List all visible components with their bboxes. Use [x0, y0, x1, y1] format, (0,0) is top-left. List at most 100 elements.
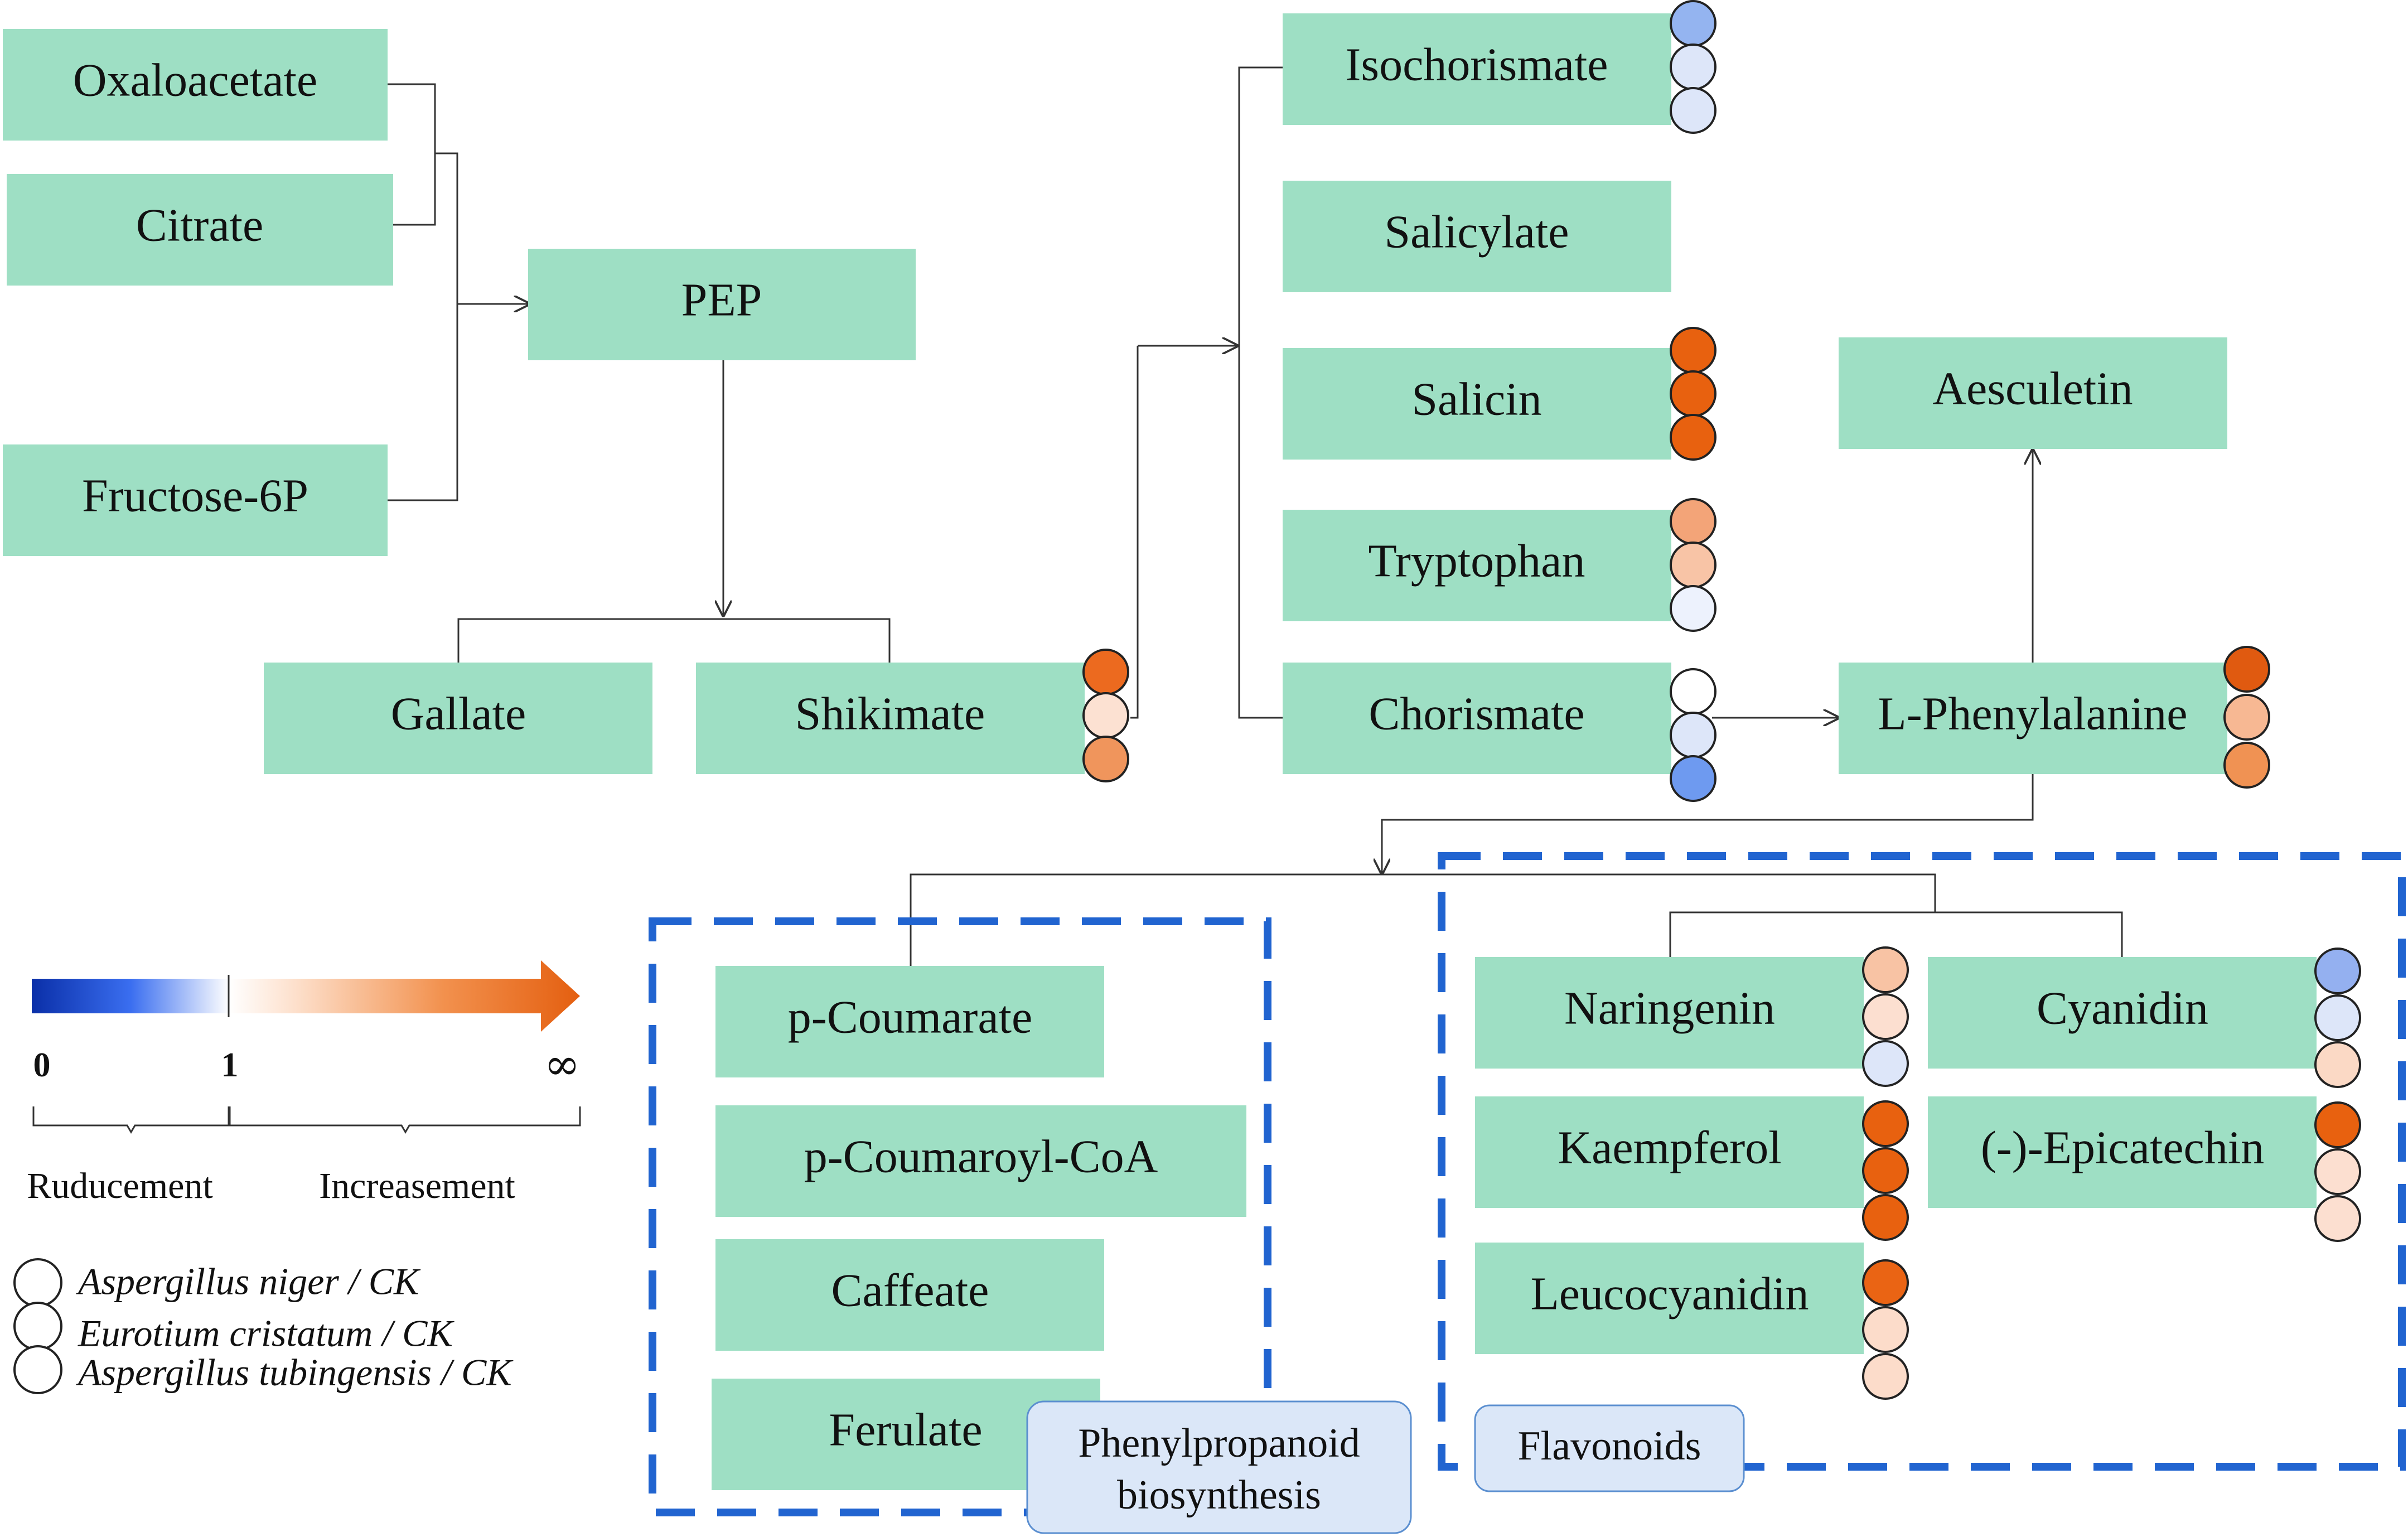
- connector-citrate-pep: [435, 152, 458, 304]
- node-fructose6p: Fructose-6P: [3, 444, 388, 556]
- indicator-cyanidin-1: [2314, 948, 2361, 994]
- indicator-l-phenylalanine-3: [2223, 742, 2270, 789]
- connector-fructose6p: [388, 304, 458, 501]
- indicator-kaempferol-2: [1862, 1147, 1909, 1194]
- indicator-cyanidin-3: [2314, 1041, 2361, 1088]
- node-oxaloacetate: Oxaloacetate: [3, 29, 388, 141]
- node-aesculetin: Aesculetin: [1839, 337, 2227, 449]
- connector-gallate-shikimate: [457, 618, 891, 663]
- node-label-chorismate: Chorismate: [1369, 688, 1584, 740]
- node-p-coumarate: p-Coumarate: [715, 966, 1104, 1077]
- phenylpropanoid-tag: Phenylpropanoid biosynthesis: [1026, 1400, 1412, 1534]
- indicator-tryptophan-2: [1670, 542, 1716, 588]
- indicator-leucocyanidin-2: [1862, 1306, 1909, 1353]
- connector-phenylalanine-down: [1382, 774, 2034, 874]
- connector-chorismate-isochorismate: [1238, 66, 1283, 719]
- comparison-label-1: Aspergillus niger / CK: [76, 1260, 421, 1303]
- node-label-naringenin: Naringenin: [1564, 982, 1775, 1034]
- node-chorismate: Chorismate: [1283, 663, 1671, 774]
- node-label-kaempferol: Kaempferol: [1558, 1122, 1781, 1173]
- node-label-ferulate: Ferulate: [829, 1404, 982, 1456]
- node-label-aesculetin: Aesculetin: [1932, 362, 2133, 414]
- indicator-cyanidin-2: [2314, 994, 2361, 1041]
- connector-oxaloacetate: [388, 83, 436, 226]
- indicator-salicin-2: [1670, 370, 1716, 417]
- node-label-p-coumaroyl-coa: p-Coumaroyl-CoA: [804, 1130, 1158, 1182]
- node-epicatechin: (-)-Epicatechin: [1928, 1096, 2317, 1208]
- comparison-label-2: Eurotium cristatum / CK: [78, 1312, 455, 1355]
- node-cyanidin: Cyanidin: [1928, 957, 2317, 1069]
- indicator-tryptophan-1: [1670, 498, 1716, 545]
- color-scale-arrow: [32, 960, 580, 1032]
- node-label-cyanidin: Cyanidin: [2037, 982, 2208, 1034]
- pathway-connectors: [388, 66, 2123, 966]
- indicator-l-phenylalanine-2: [2223, 694, 2270, 741]
- indicator-kaempferol-3: [1862, 1194, 1909, 1241]
- node-pep: PEP: [528, 249, 916, 360]
- indicator-epicatechin-3: [2314, 1195, 2361, 1242]
- node-label-p-coumarate: p-Coumarate: [788, 991, 1033, 1043]
- node-label-epicatechin: (-)-Epicatechin: [1981, 1122, 2264, 1173]
- indicator-shikimate-1: [1082, 649, 1129, 695]
- scale-label-mid: 1: [221, 1046, 239, 1084]
- node-naringenin: Naringenin: [1475, 957, 1864, 1069]
- indicator-l-phenylalanine-1: [2223, 646, 2270, 693]
- node-tryptophan: Tryptophan: [1283, 510, 1671, 621]
- node-leucocyanidin: Leucocyanidin: [1475, 1243, 1864, 1354]
- node-isochorismate: Isochorismate: [1283, 13, 1671, 125]
- node-p-coumaroyl-coa: p-Coumaroyl-CoA: [715, 1105, 1246, 1217]
- indicator-salicin-1: [1670, 327, 1716, 374]
- indicator-epicatechin-1: [2314, 1101, 2361, 1148]
- node-label-tryptophan: Tryptophan: [1369, 535, 1585, 587]
- brace-increase: [229, 1106, 581, 1134]
- indicator-chorismate-1: [1670, 668, 1716, 715]
- connector-split-groups: [910, 873, 1936, 966]
- scale-label-max: ∞: [544, 1040, 581, 1090]
- indicator-shikimate-2: [1082, 692, 1129, 739]
- node-label-isochorismate: Isochorismate: [1345, 38, 1608, 90]
- node-salicin: Salicin: [1283, 348, 1671, 460]
- node-label-caffeate: Caffeate: [831, 1264, 989, 1316]
- indicator-kaempferol-1: [1862, 1100, 1909, 1147]
- node-kaempferol: Kaempferol: [1475, 1096, 1864, 1208]
- node-label-pep: PEP: [681, 274, 762, 326]
- node-label-salicin: Salicin: [1411, 373, 1541, 425]
- indicator-leucocyanidin-1: [1862, 1259, 1909, 1306]
- flavonoids-tag-label: Flavonoids: [1518, 1423, 1701, 1469]
- flavonoids-group-border: [1438, 852, 2406, 1471]
- comparison-label-3: Aspergillus tubingensis / CK: [76, 1351, 514, 1394]
- indicator-naringenin-3: [1862, 1040, 1909, 1087]
- indicator-isochorismate-3: [1670, 87, 1716, 134]
- node-l-phenylalanine: L-Phenylalanine: [1839, 663, 2227, 774]
- indicator-chorismate-3: [1670, 755, 1716, 802]
- legend: 0 1 ∞ Ruducement Increasement Aspergillu…: [13, 960, 581, 1394]
- reduction-label: Ruducement: [27, 1166, 213, 1206]
- indicator-isochorismate-1: [1670, 0, 1716, 47]
- node-label-gallate: Gallate: [391, 688, 526, 740]
- comparison-key: Aspergillus niger / CK Eurotium cristatu…: [13, 1258, 514, 1394]
- node-label-salicylate: Salicylate: [1384, 206, 1569, 258]
- node-label-l-phenylalanine: L-Phenylalanine: [1878, 688, 2187, 740]
- indicator-salicin-3: [1670, 414, 1716, 461]
- indicator-naringenin-2: [1862, 993, 1909, 1040]
- phenylpropanoid-group-border: [649, 917, 1271, 1516]
- node-label-citrate: Citrate: [136, 199, 264, 251]
- indicator-leucocyanidin-3: [1862, 1353, 1909, 1400]
- node-shikimate: Shikimate: [696, 663, 1085, 774]
- connector-flavonoid-branch: [1669, 911, 2123, 957]
- metabolite-nodes: Oxaloacetate Citrate Fructose-6P PEP Gal…: [3, 13, 2317, 1490]
- increase-label: Increasement: [319, 1166, 515, 1206]
- flavonoids-tag: Flavonoids: [1474, 1404, 1745, 1492]
- node-salicylate: Salicylate: [1283, 181, 1671, 292]
- indicator-tryptophan-3: [1670, 585, 1716, 632]
- indicator-shikimate-3: [1082, 736, 1129, 782]
- node-label-fructose6p: Fructose-6P: [82, 470, 308, 521]
- indicator-naringenin-1: [1862, 946, 1909, 993]
- brace-reduction: [32, 1106, 230, 1134]
- phenylpropanoid-tag-line2: biosynthesis: [1117, 1472, 1321, 1518]
- comparison-circle-1: [13, 1258, 62, 1307]
- node-label-leucocyanidin: Leucocyanidin: [1530, 1268, 1809, 1320]
- scale-label-min: 0: [33, 1046, 51, 1084]
- phenylpropanoid-tag-line1: Phenylpropanoid: [1078, 1420, 1360, 1466]
